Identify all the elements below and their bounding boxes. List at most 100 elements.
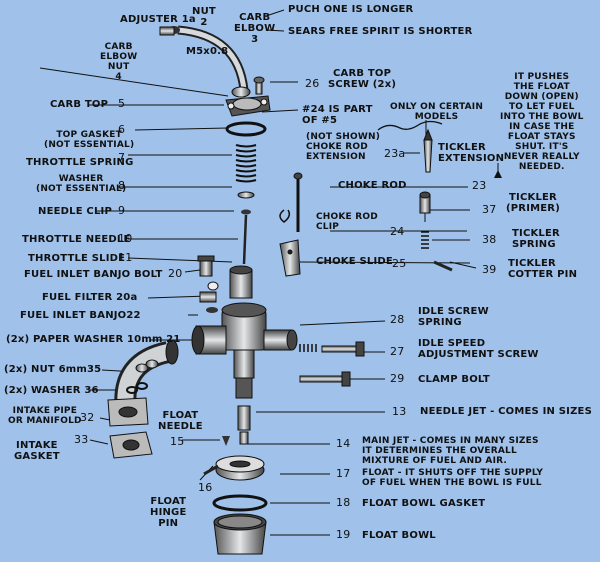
label-float: FLOAT - IT SHUTS OFF THE SUPPLY OF FUEL … (362, 468, 544, 488)
label-intake-gasket: INTAKE GASKET (14, 440, 60, 462)
label-n29: 29 (390, 372, 405, 385)
label-washer-36: (2x) WASHER 36 (4, 385, 99, 396)
float-bowl-gasket-part (212, 494, 268, 512)
throttle-spring-part (235, 144, 257, 183)
note-arrow (494, 170, 502, 178)
label-n9: 9 (118, 204, 126, 217)
washer-part (237, 191, 255, 199)
label-n39: 39 (482, 263, 497, 276)
certain-models-brace (377, 120, 443, 131)
label-n18: 18 (336, 496, 351, 509)
clamp-bolt-part (299, 371, 351, 387)
label-n32: 32 (80, 411, 95, 424)
label-idle-screw-spring: IDLE SCREW SPRING (418, 306, 489, 328)
float-bowl-part (213, 513, 267, 555)
carb-elbow-part (168, 25, 249, 91)
carb-top-screws-part (253, 76, 265, 95)
label-n27: 27 (390, 345, 405, 358)
throttle-slide-part (229, 265, 253, 299)
label-n20: 20 (168, 267, 183, 280)
label-float-hinge-pin: FLOAT HINGE PIN (150, 496, 187, 529)
fuel-inlet-banjo-part (199, 291, 217, 303)
throttle-needle-part (242, 214, 248, 265)
carb-body-part (191, 302, 298, 399)
carb-elbow-nut-part (231, 86, 251, 98)
label-main-jet: MAIN JET - COMES IN MANY SIZES IT DETERM… (362, 436, 539, 466)
label-throttle-spring: THROTTLE SPRING (26, 157, 134, 168)
label-n11: 11 (118, 251, 133, 264)
label-carb-elbow: CARB ELBOW 3 (234, 12, 276, 45)
choke-slide-part (279, 239, 301, 277)
label-n6: 6 (118, 123, 126, 136)
label-sears-note: SEARS FREE SPIRIT IS SHORTER (288, 26, 473, 37)
label-puch-note: PUCH ONE IS LONGER (288, 4, 414, 15)
label-throttle-needle: THROTTLE NEEDLE (22, 234, 131, 245)
label-n23: 23 (472, 179, 487, 192)
intake-gasket-part (109, 431, 153, 459)
label-n37: 37 (482, 203, 497, 216)
label-tickler-spring: TICKLER SPRING (512, 228, 560, 250)
label-idle-speed: IDLE SPEED ADJUSTMENT SCREW (418, 338, 539, 360)
label-adjuster: ADJUSTER 1a (120, 14, 196, 25)
label-n26: 26 (305, 77, 320, 90)
label-choke-rod: CHOKE ROD (338, 180, 407, 191)
choke-rod-clip-part (279, 209, 291, 223)
fuel-inlet-banjo-bolt-part (197, 255, 215, 277)
label-n13: 13 (392, 405, 407, 418)
label-n23a: 23a (384, 147, 406, 160)
label-needle-jet: NEEDLE JET - COMES IN SIZES (420, 406, 592, 417)
float-needle-part (222, 436, 230, 446)
label-n24: 24 (390, 225, 405, 238)
float-part (215, 455, 265, 481)
label-certain-models: ONLY ON CERTAIN MODELS (390, 102, 484, 122)
needle-clip-part (241, 209, 251, 215)
label-n19: 19 (336, 528, 351, 541)
label-carb-top: CARB TOP (50, 99, 109, 110)
label-n10: 10 (118, 232, 133, 245)
label-not-shown: (NOT SHOWN) CHOKE ROD EXTENSION (306, 132, 381, 162)
label-throttle-slide: THROTTLE SLIDE (28, 253, 126, 264)
washer-36-part (126, 382, 148, 394)
tickler-primer-part (419, 191, 431, 222)
nut-6mm-part (135, 359, 159, 373)
label-n25: 25 (392, 257, 407, 270)
tickler-spring-part (421, 231, 429, 249)
label-part24-note: #24 IS PART OF #5 (302, 104, 373, 126)
label-nut: NUT 2 (192, 6, 216, 28)
label-choke-rod-clip: CHOKE ROD CLIP (316, 212, 378, 232)
label-float-needle: FLOAT NEEDLE (158, 410, 203, 432)
label-top-gasket: TOP GASKET (NOT ESSENTIAL) (44, 130, 135, 150)
carb-top-part (225, 95, 271, 117)
needle-jet-part (237, 405, 251, 431)
label-carb-top-screw: CARB TOP SCREW (2x) (328, 68, 397, 90)
label-paper-washer: (2x) PAPER WASHER 10mm 21 (6, 334, 181, 345)
label-washer: WASHER (NOT ESSENTIAL) (36, 174, 127, 194)
choke-rod-part (293, 172, 303, 232)
tickler-cotter-pin-part (433, 260, 453, 272)
label-choke-slide: CHOKE SLIDE (316, 256, 393, 267)
label-tickler-note: IT PUSHES THE FLOAT DOWN (OPEN) TO LET F… (500, 72, 584, 172)
label-n15: 15 (170, 435, 185, 448)
label-fuel-inlet-banjo: FUEL INLET BANJO22 (20, 310, 141, 321)
label-needle-clip: NEEDLE CLIP (38, 206, 112, 217)
idle-screw-spring-part (299, 344, 317, 352)
paper-washer-part (206, 307, 218, 313)
top-gasket-part (225, 121, 267, 137)
label-m5: M5x0.8 (186, 46, 229, 57)
label-carb-elbow-nut: CARB ELBOW NUT 4 (100, 42, 138, 82)
label-n38: 38 (482, 233, 497, 246)
tickler-extension-part (423, 128, 433, 173)
label-n17: 17 (336, 467, 351, 480)
label-float-bowl-gasket: FLOAT BOWL GASKET (362, 498, 486, 509)
idle-speed-screw-part (321, 341, 365, 357)
label-clamp-bolt: CLAMP BOLT (418, 374, 490, 385)
label-nut-6mm: (2x) NUT 6mm35 (4, 364, 102, 375)
label-n5: 5 (118, 97, 126, 110)
label-fuel-inlet-banjo-bolt: FUEL INLET BANJO BOLT (24, 269, 163, 280)
main-jet-part (239, 431, 249, 445)
label-tickler-primer: TICKLER (PRIMER) (506, 192, 560, 214)
label-tickler-extension: TICKLER EXTENSION (438, 142, 505, 164)
fuel-filter-part (207, 281, 219, 291)
